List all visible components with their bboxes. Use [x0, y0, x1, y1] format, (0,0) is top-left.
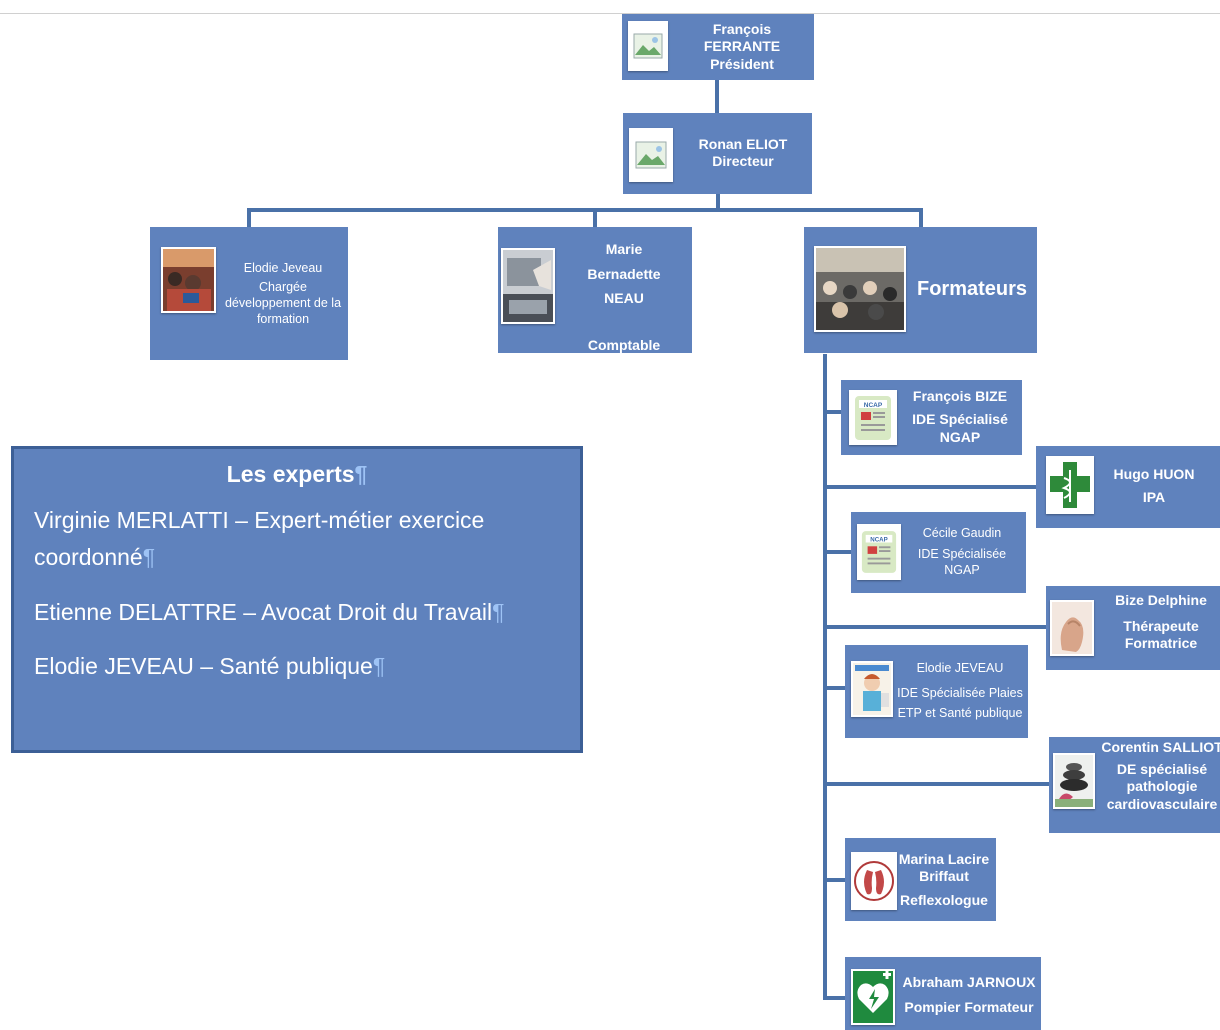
node-gaudin: NCAP Cécile Gaudin IDE Spécialisée NGAP: [851, 512, 1026, 593]
ncap-document-icon: NCAP: [849, 390, 897, 445]
bize-name: François BIZE: [912, 387, 1008, 404]
node-jarnoux: Abraham JARNOUX Pompier Formateur: [845, 957, 1041, 1030]
pilcrow-mark: ¶: [354, 461, 368, 487]
salliot-role: DE spécialisé pathologie cardiovasculair…: [1106, 760, 1218, 812]
expert-item: Elodie JEVEAU – Santé publique¶: [34, 653, 386, 680]
connector: [716, 193, 720, 211]
image-placeholder-icon: [628, 21, 668, 71]
photo-stones-icon: [1053, 753, 1095, 809]
node-formateurs: Formateurs: [804, 227, 1037, 353]
photo-classroom-icon: [814, 246, 906, 332]
connector: [823, 625, 1046, 629]
defibrillator-icon: [851, 969, 895, 1025]
pilcrow-mark: ¶: [492, 598, 505, 625]
connector: [823, 878, 845, 882]
node-huon: Hugo HUON IPA: [1036, 446, 1220, 528]
delphine-name: Bize Delphine: [1115, 592, 1207, 608]
gaudin-name: Cécile Gaudin: [922, 525, 1002, 540]
formateurs-title: Formateurs: [916, 277, 1028, 300]
ncap-document-icon: NCAP: [857, 524, 901, 580]
huon-role: IPA: [1142, 489, 1166, 505]
jeveau-ide-name: Elodie JEVEAU: [916, 661, 1004, 676]
charge-role: Chargée développement de la formation: [224, 280, 342, 326]
top-rule: [0, 13, 1220, 14]
photo-hands-icon: [1050, 600, 1094, 656]
image-placeholder-icon: [629, 128, 673, 182]
node-bize: NCAP François BIZE IDE Spécialisé NGAP: [841, 380, 1022, 455]
connector: [823, 410, 841, 414]
gaudin-role: IDE Spécialisée NGAP: [917, 547, 1007, 577]
node-lacire: Marina Lacire Briffaut Reflexologue: [845, 838, 996, 921]
salliot-name: Corentin SALLIOT: [1101, 739, 1220, 755]
node-directeur: Ronan ELIOT Directeur: [623, 113, 812, 194]
comptable-role: Comptable: [587, 336, 661, 353]
nurse-poster-icon: [851, 661, 893, 717]
experts-title: Les experts¶: [226, 461, 368, 487]
connector: [919, 208, 923, 228]
directeur-role: Directeur: [712, 153, 774, 169]
connector: [823, 485, 1036, 489]
pilcrow-mark: ¶: [142, 543, 156, 570]
huon-name: Hugo HUON: [1113, 465, 1195, 482]
lacire-role: Reflexologue: [900, 891, 988, 908]
photo-conference-icon: [161, 247, 216, 313]
feet-reflexology-icon: [851, 852, 897, 910]
node-salliot: Corentin SALLIOT DE spécialisé pathologi…: [1049, 737, 1220, 833]
president-role: Président: [710, 55, 774, 72]
delphine-role: Thérapeute Formatrice: [1123, 617, 1199, 652]
directeur-name: Ronan ELIOT: [698, 135, 788, 152]
jeveau-ide-role: IDE Spécialisée Plaies ETP et Santé publ…: [897, 685, 1023, 720]
pilcrow-mark: ¶: [372, 653, 386, 680]
connector: [247, 208, 923, 212]
expert-item: Etienne DELATTRE – Avocat Droit du Trava…: [34, 598, 505, 625]
node-charge: Elodie Jeveau Chargée développement de l…: [150, 227, 348, 360]
connector: [715, 80, 719, 113]
charge-name: Elodie Jeveau: [243, 260, 323, 275]
experts-panel: Les experts¶ Virginie MERLATTI – Expert-…: [11, 446, 583, 753]
connector: [823, 686, 845, 690]
connector: [823, 354, 827, 1000]
pharmacy-cross-icon: [1046, 456, 1094, 514]
node-president: François FERRANTE Président: [622, 14, 814, 80]
node-comptable: Marie Bernadette NEAU Comptable: [498, 227, 692, 353]
node-delphine: Bize Delphine Thérapeute Formatrice: [1046, 586, 1220, 670]
connector: [823, 996, 845, 1000]
photo-laptop-icon: [501, 248, 555, 324]
svg-text:NCAP: NCAP: [864, 402, 883, 409]
connector: [593, 208, 597, 228]
svg-text:NCAP: NCAP: [870, 537, 887, 544]
node-jeveau-ide: Elodie JEVEAU IDE Spécialisée Plaies ETP…: [845, 645, 1028, 738]
jarnoux-role: Pompier Formateur: [904, 999, 1034, 1015]
bize-role: IDE Spécialisé NGAP: [912, 411, 1008, 445]
expert-item: Virginie MERLATTI – Expert-métier exerci…: [34, 507, 485, 570]
connector: [247, 208, 251, 228]
president-name: François FERRANTE: [703, 20, 781, 55]
lacire-name: Marina Lacire Briffaut: [898, 850, 990, 885]
connector: [823, 550, 851, 554]
jarnoux-name: Abraham JARNOUX: [902, 973, 1036, 990]
connector: [823, 782, 1049, 786]
comptable-name: Marie Bernadette NEAU: [587, 241, 661, 306]
